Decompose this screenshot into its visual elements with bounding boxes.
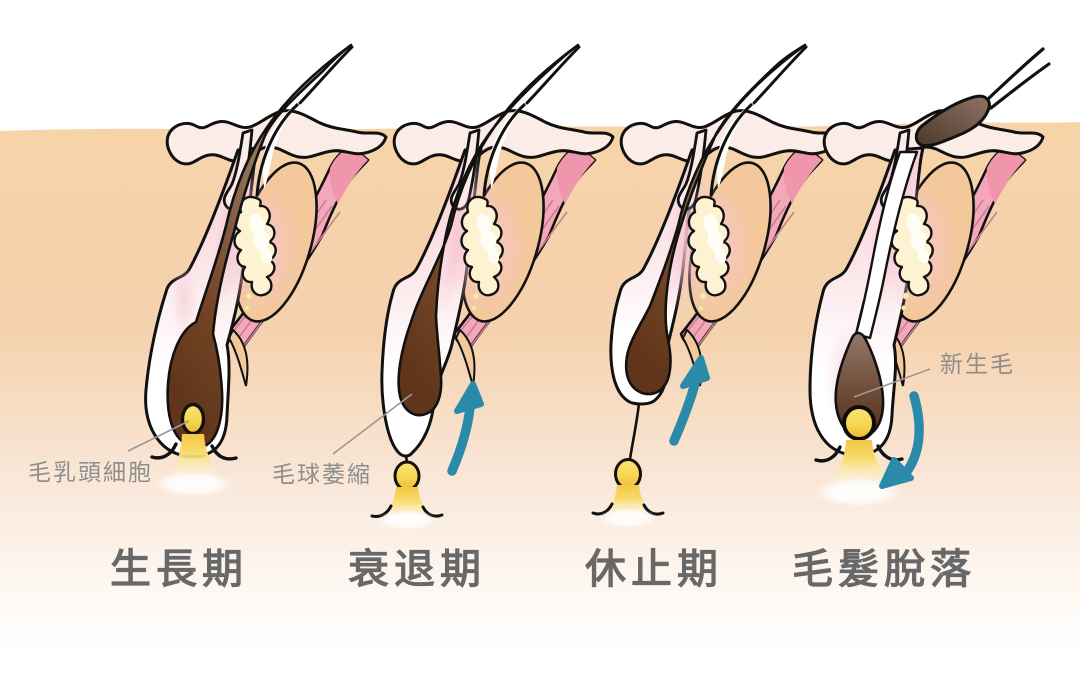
follicle-anagen [144,43,388,497]
shed-hair-club [914,47,1051,148]
sebaceous-gland [666,178,758,318]
follicle-telogen [591,43,842,528]
annotation-bulb-atrophy: 毛球萎縮 [272,462,372,487]
stage-title-shedding: 毛髮脫落 [792,546,976,592]
leader-line-dermal-papilla [127,420,190,452]
hair-shaft-and-club [397,43,580,417]
papilla-stalk [150,434,238,497]
annotation-dermal-papilla: 毛乳頭細胞 [28,460,153,485]
detached-dermal-papilla [370,460,444,530]
follicle-catagen [370,43,615,530]
stage-title-anagen: 生長期 [110,546,248,592]
stage-title-telogen: 休止期 [585,546,723,592]
arrow-up-icon [669,355,710,446]
detached-dermal-papilla [591,458,665,528]
hair-shaft-and-bulb [166,43,353,449]
arrow-up-icon [447,381,484,476]
epithelial-strand [628,402,641,460]
follicle-shedding [808,47,1051,507]
arrow-down-icon [879,391,924,489]
leader-line-new-hair [853,368,931,398]
new-hair-strand [855,299,865,335]
hair-shaft-and-club [624,43,807,396]
dermal-papilla [180,402,206,436]
stage-title-catagen: 衰退期 [348,546,486,592]
annotation-new-hair: 新生毛 [940,352,1015,377]
leader-line-bulb-atrophy [332,393,413,455]
dermal-papilla [842,405,876,441]
